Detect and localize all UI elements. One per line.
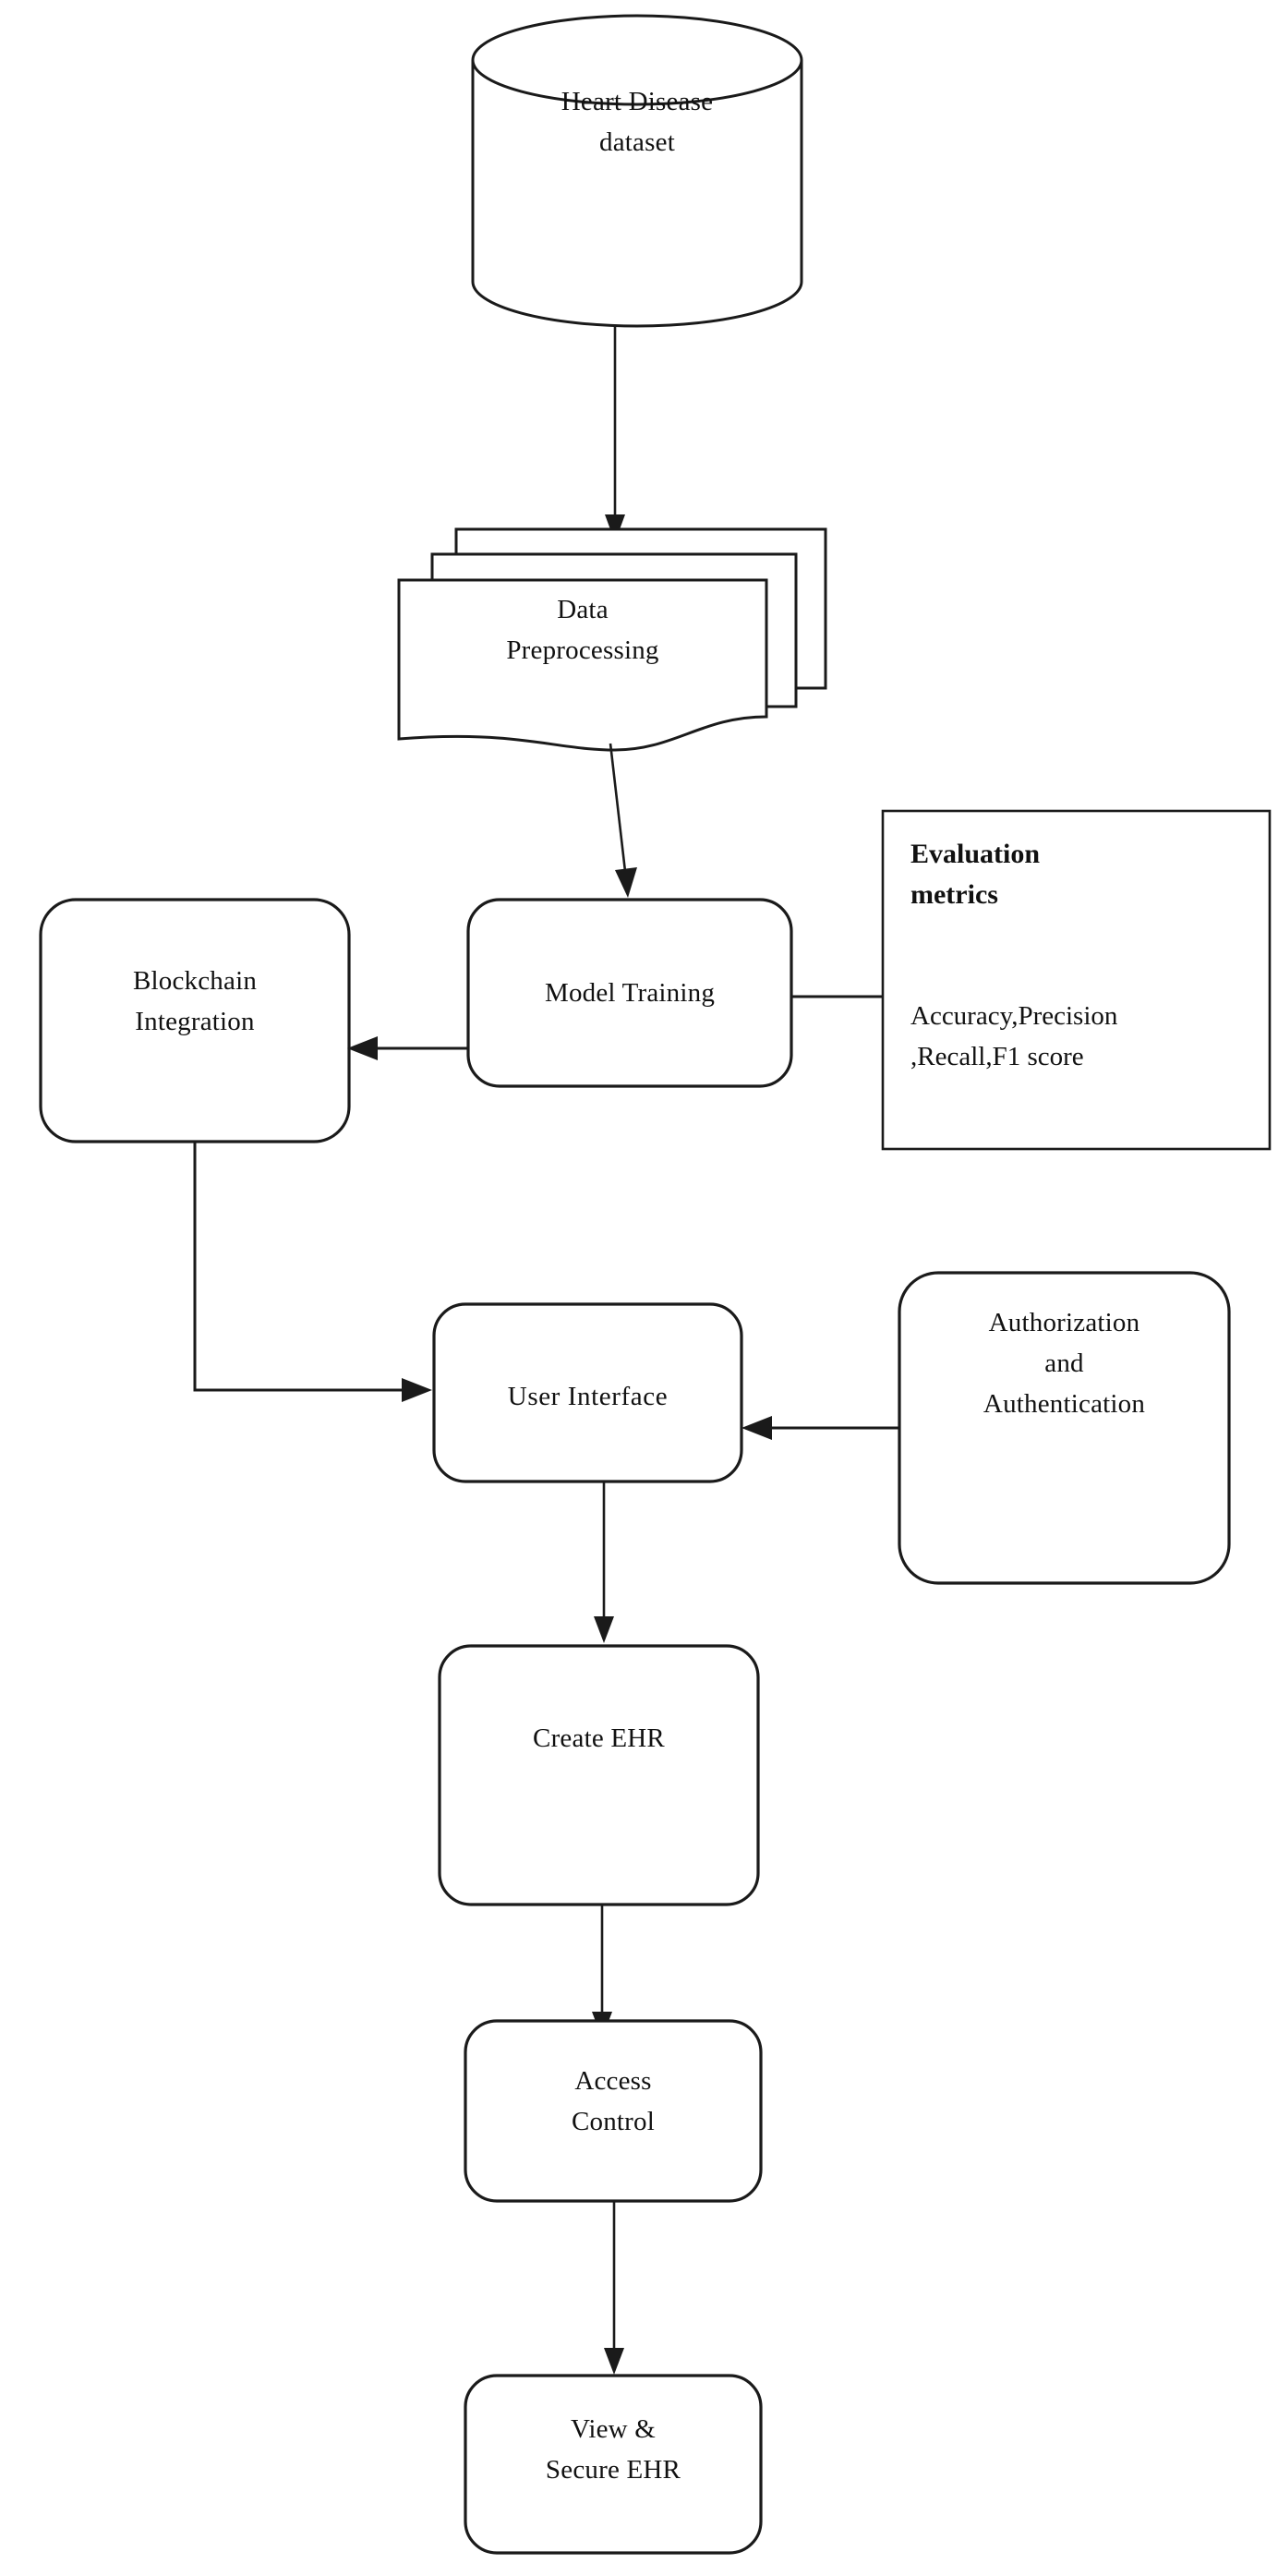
node-create-ehr	[438, 1644, 760, 1906]
node-blockchain-integration	[39, 898, 351, 1143]
node-heart-disease-dataset	[471, 14, 803, 328]
node-label-evaluation-metrics-body: Accuracy,Precision ,Recall,F1 score	[910, 1001, 1118, 1071]
node-evaluation-metrics	[881, 809, 1272, 1151]
edge-model-training-to-blockchain	[347, 1036, 468, 1060]
node-data-preprocessing	[397, 527, 827, 752]
edge-auth-to-user-interface	[741, 1416, 899, 1440]
edge-dataset-to-preprocessing	[605, 325, 625, 542]
edge-user-interface-to-create-ehr	[594, 1482, 614, 1643]
node-authorization-and-authentication	[898, 1271, 1231, 1585]
edge-create-ehr-to-access-control	[592, 1905, 612, 2038]
edge-access-control-to-view-secure-ehr	[604, 2201, 624, 2375]
node-label-evaluation-metrics-title: Evaluation metrics	[910, 839, 1041, 910]
edge-preprocessing-to-model-training	[609, 743, 637, 898]
node-view-secure-ehr	[464, 2374, 763, 2555]
node-model-training	[466, 898, 793, 1088]
edge-blockchain-to-user-interface	[193, 1142, 432, 1402]
node-access-control	[464, 2019, 763, 2203]
node-user-interface	[432, 1302, 743, 1483]
